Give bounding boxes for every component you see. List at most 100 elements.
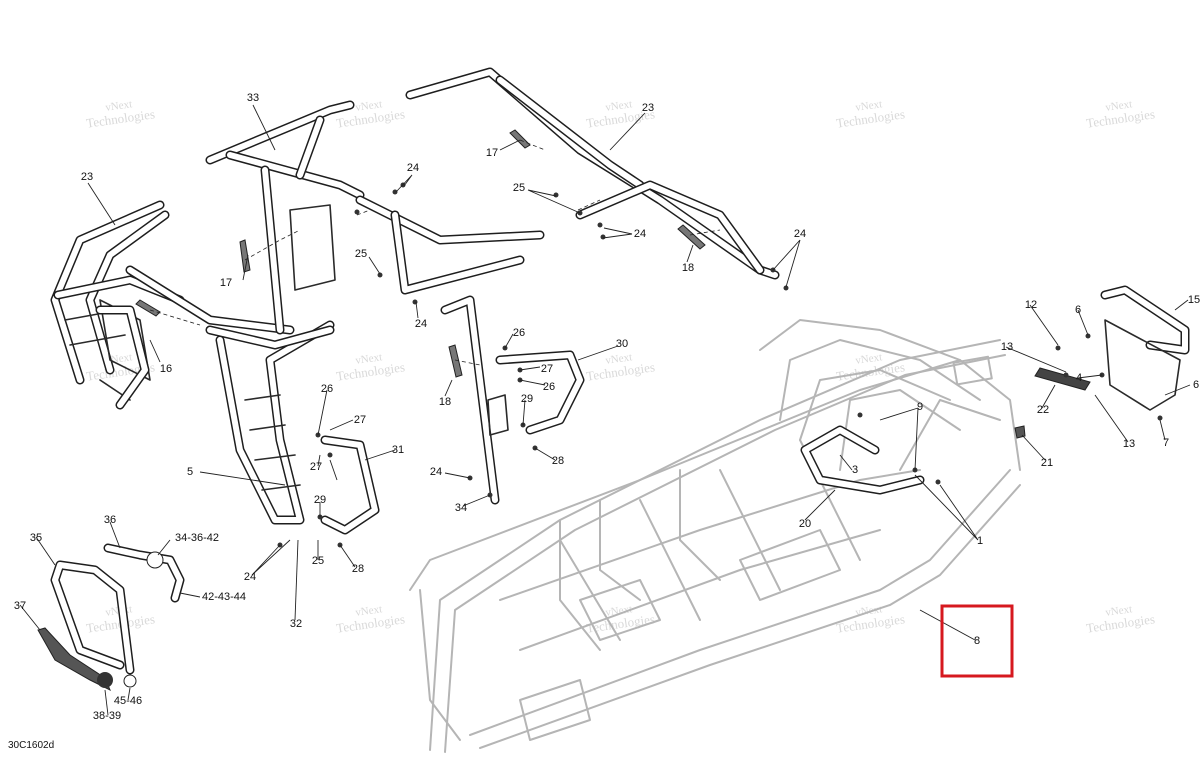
part-30-side-bar (495, 350, 585, 435)
callout-33: 33 (247, 92, 259, 104)
svg-text:Technologies: Technologies (1085, 611, 1156, 635)
watermark: vNext Technologies (835, 603, 906, 635)
svg-text:Technologies: Technologies (585, 359, 656, 383)
callout-26: 26 (543, 381, 555, 393)
callout-24: 24 (415, 318, 427, 330)
callout-13: 13 (1001, 341, 1013, 353)
main-chassis-frame (409, 319, 1021, 753)
part-37-skid-plate (37, 627, 137, 692)
svg-text:vNext: vNext (355, 351, 383, 367)
callout-24: 24 (244, 571, 256, 583)
part-33-upper-cage (205, 100, 365, 335)
callout-24: 24 (634, 228, 646, 240)
svg-text:vNext: vNext (1105, 603, 1133, 619)
callout-29: 29 (314, 494, 326, 506)
part-31-side-bar (320, 435, 380, 535)
callout-labels: 33 23 23 17 17 24 24 24 24 24 24 25 25 2… (14, 92, 1200, 722)
callout-28: 28 (352, 563, 364, 575)
callout-8: 8 (974, 635, 980, 647)
svg-text:vNext: vNext (605, 98, 633, 114)
svg-text:Technologies: Technologies (335, 611, 406, 635)
callout-45-46: 45-46 (114, 695, 142, 707)
part-22-plate (1034, 367, 1091, 391)
callout-42-43-44: 42-43-44 (202, 591, 246, 603)
callout-5: 5 (187, 466, 193, 478)
callout-27: 27 (310, 461, 322, 473)
callout-24: 24 (407, 162, 419, 174)
callout-31: 31 (392, 444, 404, 456)
callout-17: 17 (220, 277, 232, 289)
watermark: vNext Technologies (335, 351, 406, 383)
callout-12: 12 (1025, 299, 1037, 311)
part-17-bracket (239, 129, 531, 273)
callout-25: 25 (355, 248, 367, 260)
callout-20: 20 (799, 518, 811, 530)
watermark: vNext Technologies (335, 603, 406, 635)
callout-30: 30 (616, 338, 628, 350)
callout-9: 9 (917, 401, 923, 413)
part-23-left-cage (50, 200, 295, 401)
svg-text:Technologies: Technologies (335, 359, 406, 383)
part-18-center-upright (440, 295, 509, 505)
svg-text:vNext: vNext (355, 98, 383, 114)
callout-7: 7 (1163, 437, 1169, 449)
watermark: vNext Technologies (85, 98, 156, 130)
part-16-bar (95, 305, 150, 410)
watermark: vNext Technologies (585, 351, 656, 383)
assembly-dashed-lines (149, 139, 721, 366)
callout-26: 26 (513, 327, 525, 339)
callout-34: 34 (455, 502, 467, 514)
callout-23: 23 (81, 171, 93, 183)
callout-26: 26 (321, 383, 333, 395)
selected-part-highlight[interactable] (940, 604, 1014, 678)
callout-13: 13 (1123, 438, 1135, 450)
part-36-hose (103, 543, 185, 603)
part-35-bumper (50, 560, 135, 675)
part-15-rear-rack (1100, 285, 1190, 411)
callout-25: 25 (513, 182, 525, 194)
svg-text:vNext: vNext (855, 351, 883, 367)
watermark: vNext Technologies (835, 98, 906, 130)
callout-37: 37 (14, 600, 26, 612)
callout-17: 17 (486, 147, 498, 159)
svg-text:vNext: vNext (605, 351, 633, 367)
callout-3: 3 (852, 464, 858, 476)
callout-27: 27 (354, 414, 366, 426)
callout-21: 21 (1041, 457, 1053, 469)
callout-25: 25 (312, 555, 324, 567)
callout-32: 32 (290, 618, 302, 630)
callout-16: 16 (160, 363, 172, 375)
callout-1: 1 (977, 535, 983, 547)
callout-24: 24 (430, 466, 442, 478)
watermark: vNext Technologies (1085, 98, 1156, 130)
svg-text:vNext: vNext (105, 98, 133, 114)
callout-28: 28 (552, 455, 564, 467)
callout-4: 4 (1076, 372, 1082, 384)
callout-36: 36 (104, 514, 116, 526)
svg-text:vNext: vNext (355, 603, 383, 619)
watermark: vNext Technologies (335, 98, 406, 130)
part-5-door-frame (205, 320, 335, 525)
svg-text:vNext: vNext (1105, 98, 1133, 114)
callout-15: 15 (1188, 294, 1200, 306)
callout-38-39: 38-39 (93, 710, 121, 722)
svg-text:Technologies: Technologies (835, 106, 906, 130)
callout-22: 22 (1037, 404, 1049, 416)
svg-text:Technologies: Technologies (85, 106, 156, 130)
part-18-bracket (135, 224, 706, 378)
svg-text:vNext: vNext (855, 98, 883, 114)
callout-24: 24 (794, 228, 806, 240)
part-23-upper-right-cage (355, 67, 780, 295)
callout-35: 35 (30, 532, 42, 544)
drawing-code: 30C1602d (8, 740, 55, 751)
callout-18: 18 (682, 262, 694, 274)
svg-text:vNext: vNext (605, 603, 633, 619)
callout-27: 27 (541, 363, 553, 375)
callout-29: 29 (521, 393, 533, 405)
svg-text:Technologies: Technologies (835, 611, 906, 635)
part-20-rear-bar (800, 425, 925, 495)
callout-34-36-42: 34-36-42 (175, 532, 219, 544)
callout-6: 6 (1075, 304, 1081, 316)
callout-18: 18 (439, 396, 451, 408)
